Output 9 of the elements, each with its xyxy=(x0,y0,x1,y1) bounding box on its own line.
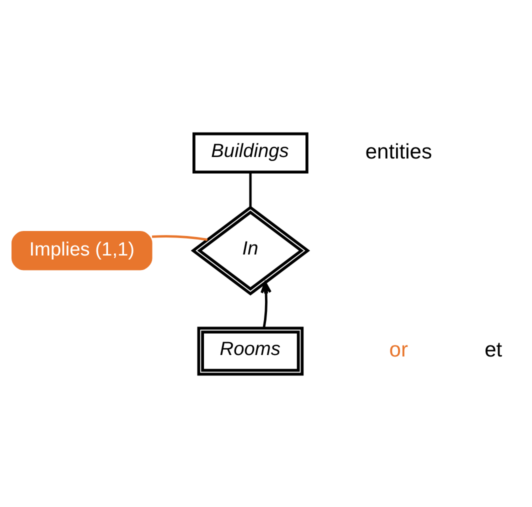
label: or xyxy=(389,338,408,362)
node-box: Buildings xyxy=(192,132,308,174)
node-box: Implies (1,1) xyxy=(12,231,152,270)
connector xyxy=(152,235,208,241)
node-box: Rooms xyxy=(197,326,304,376)
connector xyxy=(249,172,252,208)
arrow xyxy=(260,282,272,328)
label: entities xyxy=(365,140,432,164)
label: et xyxy=(484,338,502,362)
